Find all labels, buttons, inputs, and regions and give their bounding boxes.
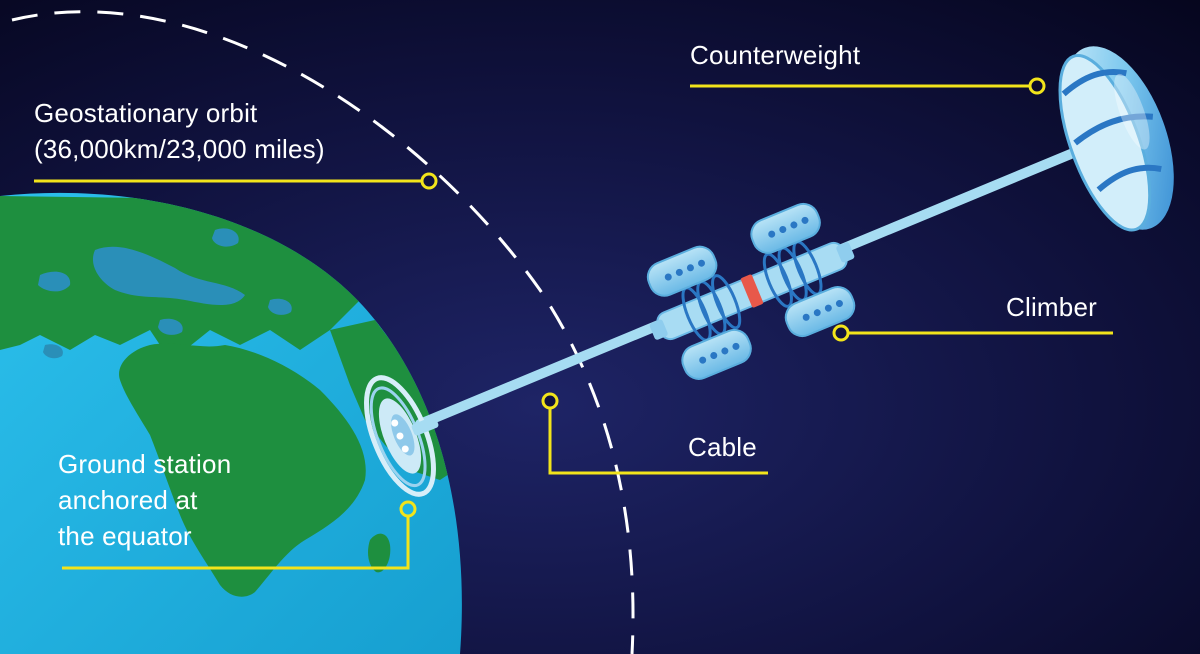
label-climber: Climber: [1006, 290, 1097, 326]
label-cable-text: Cable: [688, 432, 757, 462]
label-counterweight-text: Counterweight: [690, 40, 861, 70]
climber: [646, 202, 856, 380]
label-orbit-line1: Geostationary orbit: [34, 98, 258, 128]
ground-station: [364, 375, 439, 497]
earth-lake-4: [268, 298, 292, 315]
ground-station-port-3: [401, 445, 409, 453]
climber-pod-top-left: [646, 245, 718, 297]
label-ground-line3: the equator: [58, 520, 192, 551]
label-ground-line2: anchored at: [58, 484, 198, 515]
geostationary-orbit-arc: [11, 10, 635, 654]
ground-station-stem: [411, 416, 439, 436]
label-counterweight: Counterweight: [690, 38, 860, 74]
callout-dot-ground: [399, 500, 417, 518]
counterweight-stripe-1: [1061, 68, 1127, 97]
label-geostationary-orbit: Geostationary orbit (36,000km/23,000 mil…: [34, 96, 325, 168]
callout-ground: [62, 516, 410, 570]
counterweight-stripe-3: [1096, 164, 1162, 193]
ground-station-port-1: [391, 419, 399, 427]
counterweight-stripe-2: [1073, 113, 1154, 146]
earth-landmass-africa: [119, 343, 366, 597]
climber-pod-bottom-right: [784, 286, 856, 338]
label-ground-station: Ground station anchored at the equator: [58, 447, 231, 555]
callouts: [34, 77, 1113, 570]
label-ground-line1: Ground station: [58, 449, 232, 479]
earth-island: [368, 533, 391, 573]
climber-red-band: [740, 274, 764, 308]
earth-lake-5: [43, 344, 63, 359]
ground-station-port-2: [396, 432, 404, 440]
callout-dot-cable: [541, 392, 559, 410]
climber-pod-bottom-left: [681, 328, 752, 380]
callout-cable: [548, 408, 768, 475]
label-cable: Cable: [688, 430, 757, 466]
callout-dot-climber: [832, 324, 850, 342]
climber-collar-left: [649, 319, 668, 340]
callout-dot-counterweight: [1028, 77, 1046, 95]
label-climber-text: Climber: [1006, 292, 1097, 322]
counterweight-highlight: [1114, 73, 1150, 150]
counterweight-rim: [1058, 54, 1152, 232]
earth-lake-3: [158, 318, 183, 335]
earth-lake-1: [38, 271, 71, 292]
climber-collar-right: [836, 242, 855, 263]
label-orbit-line2: (36,000km/23,000 miles): [34, 133, 325, 164]
counterweight: [1058, 46, 1174, 232]
earth: [0, 192, 462, 654]
earth-inland-sea: [92, 246, 245, 305]
earth-lake-2: [212, 228, 239, 247]
callout-dot-orbit: [420, 172, 438, 190]
climber-pod-top-right: [750, 202, 821, 254]
